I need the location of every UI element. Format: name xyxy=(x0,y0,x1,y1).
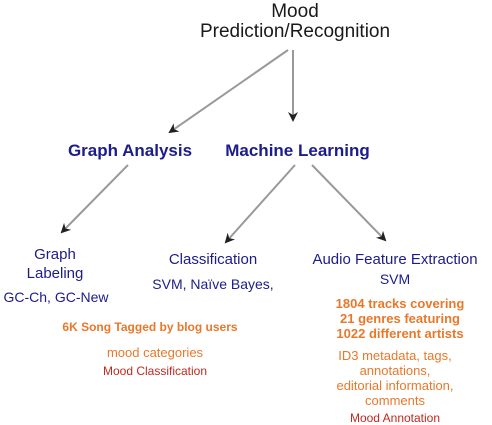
audio-stat-artists: 1022 different artists xyxy=(336,326,464,341)
audio-metadata-line2: annotations, xyxy=(359,363,431,378)
graph-labeling-methods: GC-Ch, GC-New xyxy=(3,289,109,305)
classification-methods: SVM, Naïve Bayes, xyxy=(152,276,274,292)
graph-labeling-line1: Graph xyxy=(34,246,76,263)
classification-title: Classification xyxy=(168,251,258,268)
machine-learning-title: Machine Learning xyxy=(225,141,370,160)
arrow-machine-learning-to-classification xyxy=(224,164,296,244)
audio-mood-annotation: Mood Annotation xyxy=(349,411,441,425)
root-title-line2: Prediction/Recognition xyxy=(199,21,391,42)
graph-analysis-title: Graph Analysis xyxy=(67,141,193,160)
root-title-line1: Mood xyxy=(271,1,319,22)
audio-metadata-line1: ID3 metadata, tags, xyxy=(338,348,452,363)
graph-dataset: 6K Song Tagged by blog users xyxy=(62,320,238,334)
graph-labeling-line2: Labeling xyxy=(26,265,84,282)
graph-mood-classification: Mood Classification xyxy=(102,364,208,378)
audio-metadata-line4: comments xyxy=(365,393,425,408)
graph-mood-categories: mood categories xyxy=(106,345,204,360)
arrow-graph-analysis-to-labeling xyxy=(60,164,129,234)
audio-metadata-line3: editorial information, xyxy=(336,378,454,393)
audio-stat-tracks: 1804 tracks covering xyxy=(335,296,465,311)
audio-feature-method: SVM xyxy=(379,271,411,287)
arrow-root-to-graph-analysis xyxy=(168,49,289,134)
audio-feature-title: Audio Feature Extraction xyxy=(312,251,478,268)
arrow-machine-learning-to-audio xyxy=(311,164,387,242)
audio-stat-genres: 21 genres featuring xyxy=(340,311,460,326)
